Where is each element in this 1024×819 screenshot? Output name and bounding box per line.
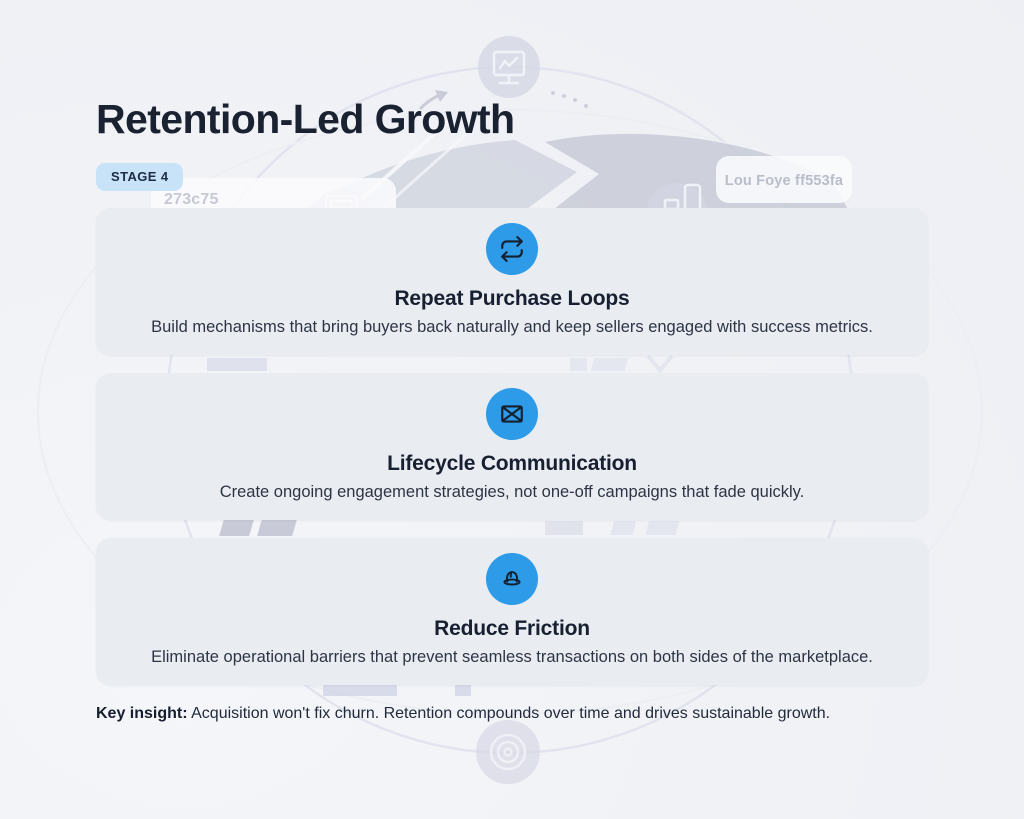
arrow-head-icon: [435, 90, 448, 102]
key-insight-label: Key insight:: [96, 705, 188, 722]
cycle-ring-outer: [37, 109, 983, 715]
node-circle: [476, 720, 540, 784]
ghost-text-left: 273c75: [164, 191, 219, 208]
ghost-card-right: Lou Foye ff553fa: [716, 156, 852, 203]
card-reduce-friction: Reduce Friction Eliminate operational ba…: [96, 538, 928, 685]
card-title: Reduce Friction: [434, 617, 590, 640]
dotted-trail: [551, 91, 588, 108]
pudding-icon-circle: [486, 553, 538, 605]
card-description: Create ongoing engagement strategies, no…: [219, 483, 805, 501]
target-icon: [489, 733, 527, 771]
band-fragments: [207, 354, 679, 696]
monitor-chart-icon: [492, 50, 526, 85]
card-repeat-purchase-loops: Repeat Purchase Loops Build mechanisms t…: [96, 208, 928, 355]
page-title: Retention-Led Growth: [96, 96, 515, 142]
card-description: Eliminate operational barriers that prev…: [151, 648, 873, 666]
key-insight: Key insight: Acquisition won't fix churn…: [96, 703, 928, 725]
pudding-icon: [503, 571, 521, 586]
card-lifecycle-communication: Lifecycle Communication Create ongoing e…: [96, 373, 928, 520]
key-insight-text: Acquisition won't fix churn. Retention c…: [187, 705, 831, 722]
card-title: Lifecycle Communication: [387, 452, 637, 475]
repeat-icon-circle: [486, 223, 538, 275]
mail-icon-circle: [486, 388, 538, 440]
card-title: Repeat Purchase Loops: [394, 287, 630, 310]
repeat-icon: [501, 236, 523, 262]
stage-badge: STAGE 4: [96, 163, 184, 191]
card-description: Build mechanisms that bring buyers back …: [151, 318, 873, 336]
ghost-text-right: Lou Foye ff553fa: [724, 173, 844, 189]
mail-icon: [501, 405, 523, 423]
